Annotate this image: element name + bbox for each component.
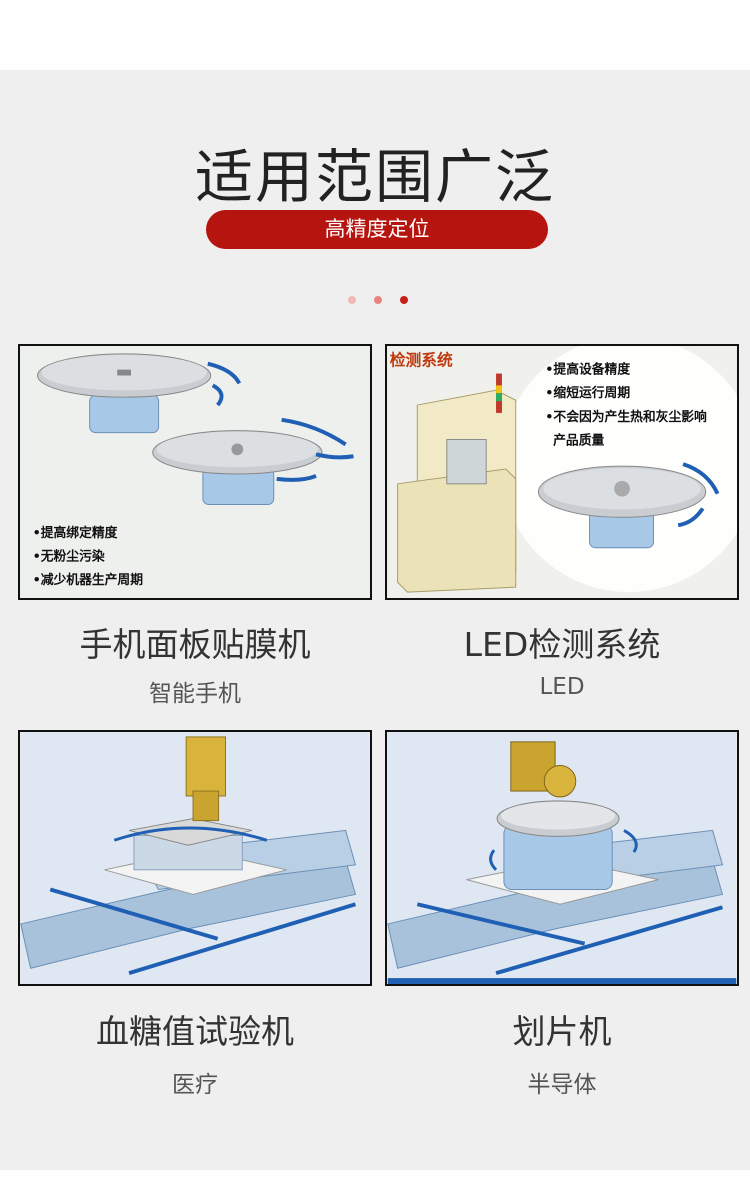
card-image-phone-laminator: •提高绑定精度 •无粉尘污染 •减少机器生产周期 (18, 344, 372, 600)
led-inspection-illustration: 检测系统 •提高设备精度 •缩短运行周期 •不会因为产生热和灰尘影响 产品质量 (387, 346, 737, 598)
card-caption-glucose-tester: 血糖值试验机 (96, 1012, 294, 1051)
card-caption-led-inspection: LED检测系统 (463, 625, 661, 664)
card-image-glucose-tester (18, 730, 372, 986)
card-image-dicing-saw (385, 730, 739, 986)
dicing-saw-illustration (387, 732, 737, 984)
bottom-margin (0, 1170, 750, 1191)
image-label: 检测系统 (390, 351, 453, 370)
card-sub-glucose-tester: 医疗 (172, 1072, 218, 1098)
bullet-1: •提高绑定精度 (33, 525, 118, 541)
glucose-tester-illustration (20, 732, 370, 984)
card-sub-led-inspection: LED (539, 674, 585, 700)
bullet-1: •提高设备精度 (545, 362, 630, 378)
carousel-dot-2[interactable] (374, 296, 382, 304)
card-image-led-inspection: 检测系统 •提高设备精度 •缩短运行周期 •不会因为产生热和灰尘影响 产品质量 (385, 344, 739, 600)
carousel-dot-3[interactable] (400, 296, 408, 304)
subtitle-badge: 高精度定位 (206, 210, 548, 249)
card-sub-phone-laminator: 智能手机 (149, 681, 241, 707)
carousel-dot-1[interactable] (348, 296, 356, 304)
laminator-illustration: •提高绑定精度 •无粉尘污染 •减少机器生产周期 (20, 346, 370, 598)
top-margin (0, 0, 750, 70)
section-title: 适用范围广泛 (194, 143, 555, 211)
content-panel (0, 70, 750, 1170)
bullet-3: •减少机器生产周期 (33, 572, 144, 588)
card-sub-dicing-saw: 半导体 (527, 1072, 597, 1098)
bullet-2: •无粉尘污染 (33, 549, 105, 565)
bullet-2: •缩短运行周期 (545, 385, 630, 401)
carousel-dots (346, 296, 410, 306)
card-caption-dicing-saw: 划片机 (512, 1012, 612, 1051)
bullet-4: 产品质量 (553, 432, 604, 448)
card-caption-phone-laminator: 手机面板贴膜机 (79, 625, 311, 664)
bullet-3: •不会因为产生热和灰尘影响 (545, 409, 707, 425)
